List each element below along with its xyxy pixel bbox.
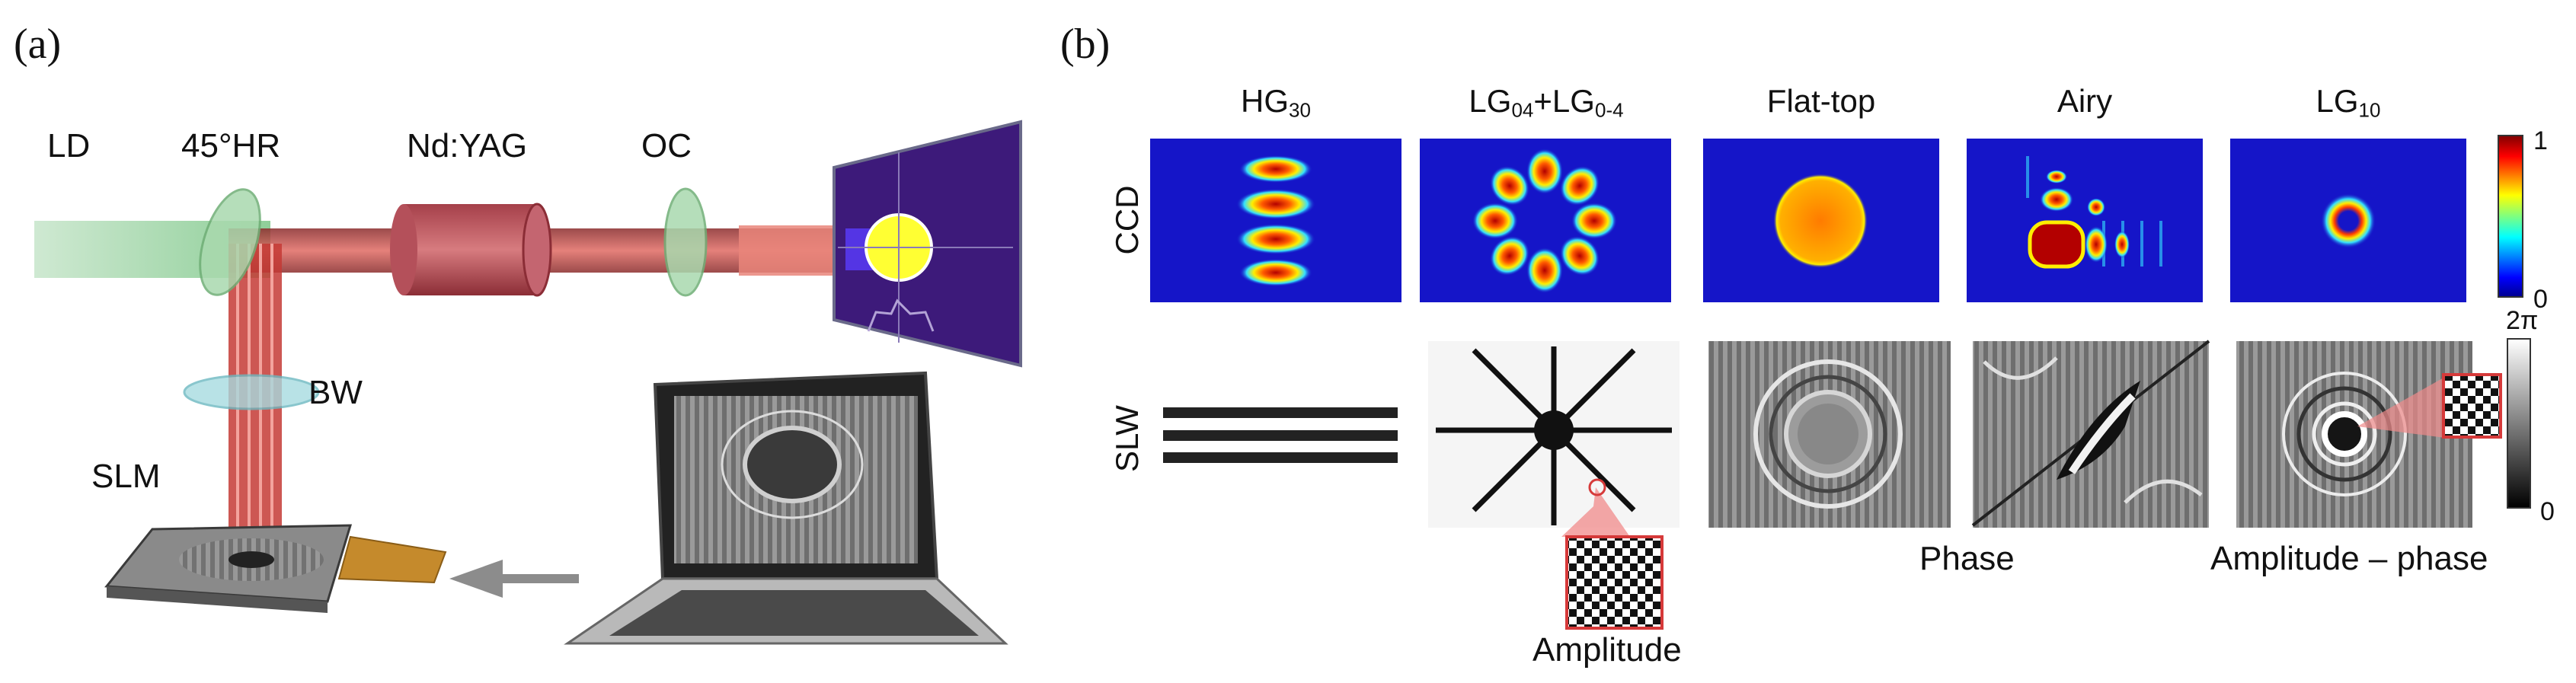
slw-image-hg30 xyxy=(1163,407,1398,463)
label-ndyag: Nd:YAG xyxy=(407,127,528,164)
column-header-hg30: HG30 xyxy=(1150,85,1401,120)
row-label-ccd: CCD xyxy=(1109,185,1145,255)
output-coupler xyxy=(663,187,708,297)
panel-a-setup xyxy=(34,120,1022,645)
graybar-tick-bottom: 0 xyxy=(2540,497,2555,526)
slw-image-lg04 xyxy=(1428,341,1680,630)
panel-label-b: (b) xyxy=(1060,21,1111,68)
colorbar-tick-top: 1 xyxy=(2533,126,2548,155)
label-bw: BW xyxy=(308,374,363,411)
column-header-lg04-sub2: 0-4 xyxy=(1594,98,1624,122)
column-header-flattop-main: Flat-top xyxy=(1766,83,1876,119)
ccd-image-hg30 xyxy=(1150,139,1401,302)
colorbar-tick-bottom: 0 xyxy=(2533,285,2548,314)
caption-amplitude-phase: Amplitude – phase xyxy=(2210,540,2488,577)
label-slm: SLM xyxy=(91,458,161,495)
ccd-image-lg10 xyxy=(2230,139,2466,302)
slm-device xyxy=(104,524,447,613)
caption-phase: Phase xyxy=(1919,540,2015,577)
label-oc: OC xyxy=(641,127,692,164)
column-header-lg04-main: LG xyxy=(1469,83,1512,119)
bw-plate xyxy=(183,374,320,410)
column-header-flattop: Flat-top xyxy=(1695,85,1947,117)
slw-image-flattop xyxy=(1708,341,1951,528)
laptop xyxy=(564,371,1008,645)
column-header-lg10-sub: 10 xyxy=(2358,98,2381,122)
column-header-airy-main: Airy xyxy=(2057,83,2113,119)
caption-amplitude: Amplitude xyxy=(1532,631,1682,669)
column-header-lg04-sub: 04 xyxy=(1511,98,1534,122)
column-header-airy: Airy xyxy=(1959,85,2210,117)
panel-b-beams xyxy=(1150,135,2531,630)
ccd-image-flattop xyxy=(1703,139,1939,302)
ndyag-crystal xyxy=(390,203,552,297)
column-header-lg04-main2: +LG xyxy=(1533,83,1595,119)
panel-label-a: (a) xyxy=(14,21,62,68)
column-header-hg30-main: HG xyxy=(1241,83,1290,119)
column-header-hg30-sub: 30 xyxy=(1289,98,1311,122)
hr-mirror xyxy=(199,188,261,296)
label-45hr: 45°HR xyxy=(181,127,281,164)
slw-image-lg10 xyxy=(2236,341,2502,528)
arrow-laptop-to-slm xyxy=(449,560,579,598)
label-ld: LD xyxy=(47,127,91,164)
graybar-tick-top: 2π xyxy=(2506,306,2539,335)
slw-graybar xyxy=(2507,338,2531,509)
slw-image-airy xyxy=(1971,340,2210,528)
ccd-screen xyxy=(833,120,1022,368)
row-label-slw: SLW xyxy=(1109,405,1145,472)
column-header-lg10-main: LG xyxy=(2316,83,2359,119)
ccd-image-lg04 xyxy=(1420,139,1671,302)
column-header-lg10: LG10 xyxy=(2223,85,2474,120)
column-header-lg04: LG04+LG0-4 xyxy=(1417,85,1676,120)
ccd-image-airy xyxy=(1967,139,2203,302)
ccd-colorbar xyxy=(2498,135,2523,298)
